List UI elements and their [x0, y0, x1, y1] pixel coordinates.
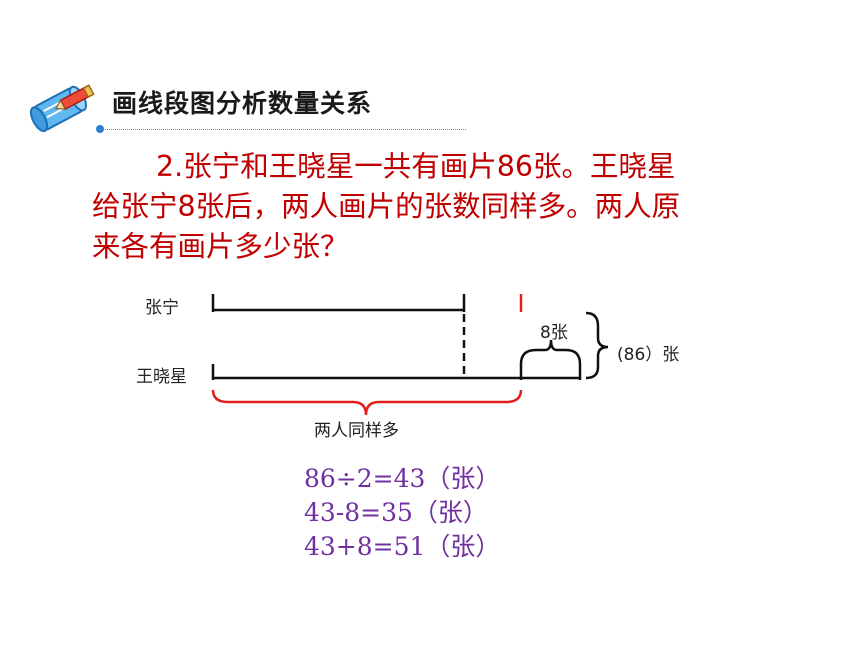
solution-steps: 86÷2=43（张） 43-8=35（张） 43+8=51（张） [304, 462, 500, 564]
label-total: (86）张 [617, 345, 680, 365]
section-title: 画线段图分析数量关系 [112, 89, 373, 118]
problem-line-2: 给张宁8张后，两人画片的张数同样多。两人原 [92, 190, 681, 223]
label-eight: 8张 [540, 323, 568, 343]
eight-brace [519, 339, 582, 365]
word-problem: 2.张宁和王晓星一共有画片86张。王晓星 给张宁8张后，两人画片的张数同样多。两… [92, 147, 812, 267]
equal-brace [211, 389, 523, 416]
solution-line-3: 43+8=51（张） [304, 532, 501, 561]
solution-line-1: 86÷2=43（张） [304, 464, 501, 493]
scroll-pencil-icon [29, 84, 95, 133]
problem-line-3: 来各有画片多少张？ [92, 230, 349, 263]
total-brace [585, 311, 609, 380]
label-equal: 两人同样多 [314, 421, 399, 441]
title-divider [100, 129, 466, 130]
solution-line-2: 43-8=35（张） [304, 498, 488, 527]
zhangning-segment [211, 294, 466, 312]
label-wangxiaoxing: 王晓星 [136, 367, 187, 387]
problem-line-1: 2.张宁和王晓星一共有画片86张。王晓星 [156, 150, 676, 183]
label-zhangning: 张宁 [145, 298, 179, 318]
wangxiaoxing-segment [211, 364, 582, 380]
